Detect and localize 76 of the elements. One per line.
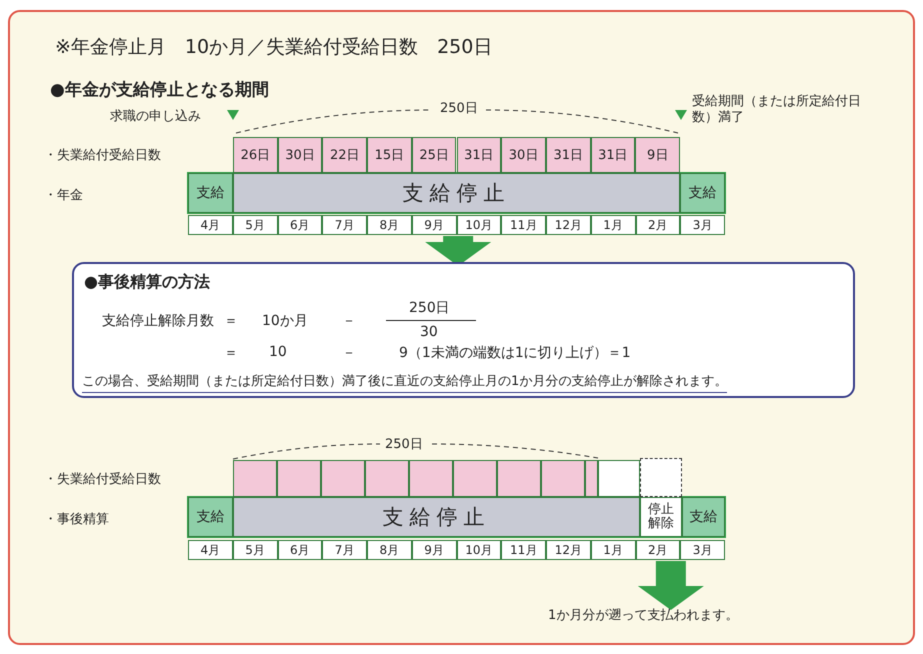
release-cell: 停止解除	[640, 497, 682, 537]
month-cell: 3月	[680, 540, 725, 560]
month-cell: 1月	[590, 215, 636, 235]
month-cell: 7月	[322, 215, 367, 235]
month-cell: 10月	[456, 540, 502, 560]
day-cell	[497, 460, 541, 497]
month-cell: 5月	[232, 215, 278, 235]
equals-sign: ＝	[224, 344, 238, 362]
explanation-text: この場合、受給期間（または所定給付日数）満了後に直近の支給停止月の1か月分の支給停止が解除されます。	[82, 372, 728, 393]
marker-label: 受給期間（または所定給付日数）満了	[692, 94, 862, 126]
day-count-cell: 15日	[367, 137, 412, 173]
day-cell	[321, 460, 365, 497]
suspension-bar: 支給停止	[233, 497, 640, 537]
day-count-cell: 22日	[322, 137, 368, 173]
suspension-bar: 支給停止	[233, 173, 680, 213]
month-cell: 4月	[188, 540, 233, 560]
formula-text: 10	[269, 344, 287, 360]
payment-cell: 支給	[188, 173, 233, 213]
day-count-cell: 25日	[412, 137, 456, 173]
day-cell	[453, 460, 497, 497]
month-cell: 11月	[501, 540, 546, 560]
month-cell: 3月	[680, 215, 725, 235]
title: ※年金停止月 10か月／失業給付受給日数 250日	[55, 35, 492, 60]
formula-text: 支給停止解除月数	[102, 312, 214, 330]
formula-text: 10か月	[262, 312, 308, 330]
month-cell: 12月	[546, 215, 591, 235]
day-count-cell: 31日	[590, 137, 636, 173]
payment-cell: 支給	[680, 173, 725, 213]
day-cell	[541, 460, 585, 497]
day-count-cell: 26日	[233, 137, 278, 173]
month-cell: 2月	[636, 215, 680, 235]
month-cell: 4月	[188, 215, 233, 235]
month-cell: 9月	[412, 540, 456, 560]
note-text: 1か月分が遡って支払われます。	[548, 606, 788, 626]
down-arrow	[638, 561, 704, 610]
day-count-cell: 31日	[456, 137, 502, 173]
month-cell: 11月	[501, 215, 546, 235]
month-cell: 6月	[278, 540, 322, 560]
day-cell	[277, 460, 321, 497]
day-cell	[585, 460, 598, 497]
day-cell	[233, 460, 277, 497]
month-cell: 6月	[278, 215, 322, 235]
month-cell: 1月	[590, 540, 636, 560]
month-cell: 12月	[546, 540, 591, 560]
month-cell: 8月	[367, 215, 412, 235]
row-label: ・失業給付受給日数	[44, 471, 161, 488]
marker-label: 求職の申し込み	[110, 108, 201, 125]
day-count-cell: 30日	[501, 137, 546, 173]
day-cell	[409, 460, 453, 497]
calculation-panel	[72, 262, 855, 398]
day-cell	[365, 460, 409, 497]
minus-sign: －	[342, 344, 356, 362]
section-heading: ●事後精算の方法	[84, 272, 210, 293]
formula-text: 9（1未満の端数は1に切り上げ）＝1	[399, 344, 631, 362]
dashed-cell	[640, 458, 682, 497]
dimension-label: 250日	[440, 100, 478, 117]
day-count-cell: 31日	[546, 137, 591, 173]
payment-cell: 支給	[188, 497, 233, 537]
minus-sign: －	[342, 312, 356, 330]
row-label: ・事後精算	[44, 511, 109, 528]
month-cell: 8月	[367, 540, 412, 560]
month-cell: 5月	[232, 540, 278, 560]
payment-cell: 支給	[682, 497, 725, 537]
month-cell: 9月	[412, 215, 456, 235]
section-heading: ●年金が支給停止となる期間	[50, 79, 269, 101]
day-count-cell: 9日	[635, 137, 680, 173]
day-count-cell: 30日	[278, 137, 322, 173]
fraction-numerator: 250日	[409, 299, 450, 317]
month-cell: 10月	[456, 215, 502, 235]
row-label: ・年金	[44, 187, 83, 204]
row-label: ・失業給付受給日数	[44, 147, 161, 164]
month-cell: 7月	[322, 540, 367, 560]
equals-sign: ＝	[224, 312, 238, 330]
month-cell: 2月	[636, 540, 680, 560]
dimension-label: 250日	[385, 436, 423, 453]
fraction-denominator: 30	[420, 324, 438, 340]
